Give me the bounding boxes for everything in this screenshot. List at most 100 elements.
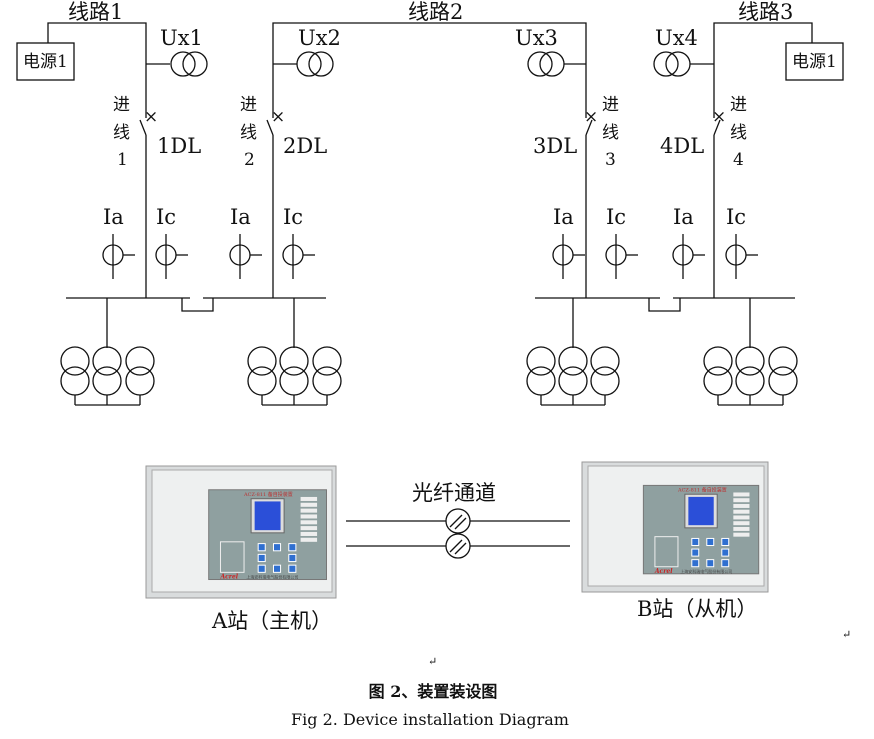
keypad-button [257, 543, 266, 552]
incoming-label: 线 [730, 123, 747, 143]
brand-logo: Acrel [219, 574, 238, 581]
incoming-label: 线 [240, 123, 257, 143]
pt-ux1: Ux1 [146, 26, 208, 77]
ct-label: Ia [230, 205, 251, 229]
pt-group [526, 298, 620, 406]
caption-english: Fig 2. Device installation Diagram [291, 710, 569, 729]
line-2-label: 线路2 [408, 0, 463, 24]
indicator-led [733, 521, 750, 526]
pt-group [247, 298, 342, 406]
ct-ic: Ic [282, 205, 315, 279]
svg-text:×: × [144, 107, 158, 127]
lcd-screen [688, 496, 714, 526]
incoming-label: 进 [240, 95, 257, 115]
ct-ia: Ia [552, 205, 585, 279]
indicator-led [300, 514, 318, 519]
line-3-label: 线路3 [738, 0, 793, 24]
indicator-led [733, 526, 750, 531]
busbar-right [535, 297, 795, 312]
pt-label: Ux1 [160, 26, 203, 50]
station-a-label: A站（主机） [211, 609, 332, 633]
indicator-led [300, 496, 318, 501]
breaker-1dl: × 1DL 进 线 1 [113, 95, 201, 298]
pt-group [60, 298, 155, 406]
keypad-button [721, 537, 730, 547]
indicator-led [733, 492, 750, 497]
svg-text:×: × [271, 107, 285, 127]
power-source-right: 电源1 [785, 42, 844, 81]
indicator-led [300, 531, 318, 536]
breaker-3dl: × 3DL 进 线 3 [533, 95, 619, 298]
ct-ic: Ic [155, 205, 188, 279]
indicator-led [300, 508, 318, 513]
incoming-label: 2 [244, 150, 255, 170]
breaker-label: 4DL [660, 134, 704, 158]
keypad-button [706, 537, 715, 547]
keypad-button [288, 553, 297, 563]
indicator-led [300, 526, 318, 531]
incoming-label: 线 [602, 123, 619, 143]
optical-coupler-icon [445, 508, 471, 534]
keypad-button [721, 548, 730, 557]
keypad-button [272, 564, 282, 573]
incoming-label: 线 [113, 123, 130, 143]
keypad-button [257, 564, 266, 573]
ct-ic: Ic [605, 205, 638, 279]
line-2: 线路2 [272, 0, 587, 118]
maker-text: 上海安科瑞电气股份有限公司 [246, 574, 298, 580]
indicator-led [300, 520, 318, 525]
pt-ux2: Ux2 [273, 26, 341, 77]
line-1-label: 线路1 [68, 0, 123, 24]
breaker-2dl: × 2DL 进 线 2 [240, 95, 327, 298]
keypad-button [691, 559, 700, 568]
maker-text: 上海安科瑞电气股份有限公司 [680, 568, 732, 574]
keypad-button [691, 537, 700, 547]
brand-logo: Acrel [654, 568, 673, 575]
breaker-label: 1DL [157, 134, 201, 158]
station-b-label: B站（从机） [637, 597, 757, 621]
indicator-led [733, 509, 750, 514]
incoming-label: 进 [113, 95, 130, 115]
ct-label: Ic [606, 205, 626, 229]
device-station-a: ACZ-811 备自投装置 Acrel 上海安科瑞电气股份有限公司 [145, 465, 337, 599]
fiber-label: 光纤通道 [412, 481, 496, 505]
incoming-label: 4 [733, 150, 744, 170]
ct-label: Ia [103, 205, 124, 229]
lcd-screen [254, 501, 281, 531]
line-3: 线路3 [713, 0, 813, 118]
svg-text:×: × [584, 107, 598, 127]
ct-label: Ic [156, 205, 176, 229]
breaker-label: 3DL [533, 134, 577, 158]
fiber-channel: 光纤通道 [346, 481, 570, 559]
pt-label: Ux2 [298, 26, 341, 50]
ct-ia: Ia [229, 205, 262, 279]
line-1: 线路1 [47, 0, 147, 118]
return-mark: ↵ [428, 655, 437, 668]
ct-label: Ic [726, 205, 746, 229]
ct-ia: Ia [672, 205, 705, 279]
pt-group [703, 298, 798, 406]
ct-label: Ia [553, 205, 574, 229]
keypad-button [691, 548, 700, 557]
optical-coupler-icon [445, 533, 471, 559]
keypad-button [721, 559, 730, 568]
caption-chinese: 图 2、装置装设图 [369, 682, 498, 701]
keypad-button [272, 543, 282, 552]
incoming-label: 进 [602, 95, 619, 115]
keypad-button [706, 559, 715, 568]
breaker-4dl: × 4DL 进 线 4 [660, 95, 747, 298]
pt-ux3: Ux3 [515, 26, 586, 77]
incoming-label: 1 [117, 150, 128, 170]
indicator-led [733, 503, 750, 508]
indicator-led [300, 502, 318, 507]
keypad-button [288, 543, 297, 552]
indicator-led [300, 537, 318, 542]
source-label: 电源1 [792, 52, 837, 72]
ct-label: Ic [283, 205, 303, 229]
keypad-button [288, 564, 297, 573]
device-model: ACZ-811 备自投装置 [243, 491, 293, 498]
svg-text:×: × [712, 107, 726, 127]
indicator-led [733, 498, 750, 503]
